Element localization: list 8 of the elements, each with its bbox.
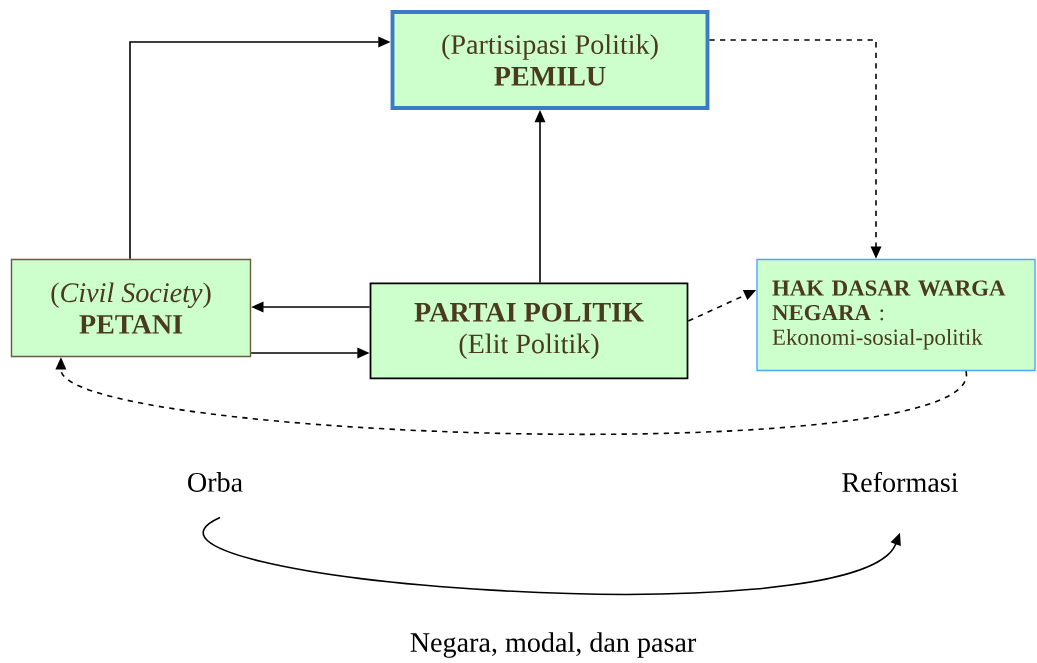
process-box: PARTAI POLITIK (Elit Politik) <box>369 282 689 380</box>
process-box: HAK DASAR WARGA NEGARA : Ekonomi-sosial-politik <box>756 258 1036 372</box>
process-box: (Civil Society) PETANI <box>10 258 252 358</box>
stage-label: Reformasi <box>842 471 959 493</box>
process-box: (Partisipasi Politik) PEMILU <box>390 10 710 110</box>
stage-label: Orba <box>188 472 243 492</box>
arrow <box>202 516 901 595</box>
edge-label: Negara, modal, dan pasar <box>406 628 700 662</box>
